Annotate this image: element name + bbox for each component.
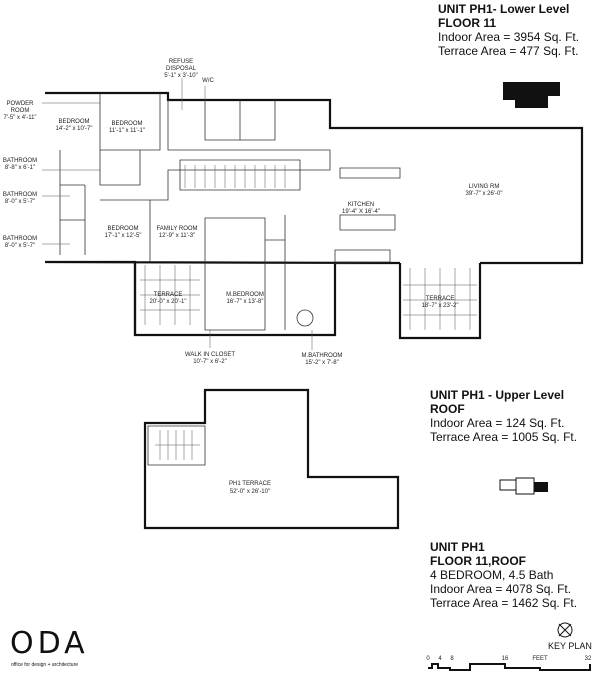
room-name: ROOM [11,108,30,114]
room-name: TERRACE [154,292,183,298]
oda-logo: ODA [10,626,89,661]
logo-tagline: office for design + architecture [11,662,79,668]
scale-tick: 16 [502,656,509,662]
upper-title: UNIT PH1 - Upper Level [430,388,565,402]
room-name: BATHROOM [3,192,37,198]
room-dim: 10'-7" x 6'-2" [193,359,227,365]
lower-floor: FLOOR 11 [438,16,497,30]
scale-bar: 0 4 8 16 FEET 32 [426,656,592,671]
room-name: BEDROOM [107,226,138,232]
lower-title: UNIT PH1- Lower Level [438,2,570,16]
room-name: REFUSE [169,59,193,65]
total-rooms: 4 BEDROOM, 4.5 Bath [430,568,554,582]
scale-unit: FEET [532,656,548,662]
room-dim: 8'-0" x 5'-7" [5,243,35,249]
room-dim: 8'-0" x 5'-7" [5,199,35,205]
upper-level-plan [143,388,400,530]
scale-tick: 32 [585,656,592,662]
room-dim: 19'-4" X 16'-4" [342,209,380,215]
room-name: PH1 TERRACE [229,481,271,487]
key-plan-label: KEY PLAN [548,641,592,651]
unit-total-info: UNIT PH1 FLOOR 11,ROOF 4 BEDROOM, 4.5 Ba… [430,540,577,610]
room-name: BATHROOM [3,158,37,164]
scale-tick: 8 [450,656,454,662]
key-plan-lower [503,82,560,108]
total-terrace-area: Terrace Area = 1462 Sq. Ft. [430,596,578,610]
room-dim: 20'-0" x 20'-1" [150,299,187,305]
lower-terrace-area: Terrace Area = 477 Sq. Ft. [438,44,579,58]
scale-tick: 4 [438,656,442,662]
room-name: WALK IN CLOSET [185,352,235,358]
room-name: POWDER [7,101,35,107]
room-name: BATHROOM [3,236,37,242]
upper-indoor-area: Indoor Area = 124 Sq. Ft. [430,416,565,430]
north-arrow-icon [557,622,573,638]
key-plan-upper [499,477,548,495]
room-dim: 11'-1" x 11'-1" [109,128,145,134]
room-name: M.BATHROOM [302,353,343,359]
room-dim: 52'-0" x 26'-10" [230,489,270,495]
room-name: M.BEDROOM [226,292,264,298]
room-labels: REFUSE DISPOSAL 5'-1" x 3'-10" W/C POWDE… [3,59,503,495]
room-name: LIVING RM [469,184,500,190]
room-dim: 15'-2" x 7'-8" [305,360,339,366]
room-dim: 5'-1" x 3'-10" [164,73,198,79]
total-title: UNIT PH1 [430,540,485,554]
room-dim: 18'-7" x 23'-2" [422,303,459,309]
lower-level-info: UNIT PH1- Lower Level FLOOR 11 Indoor Ar… [438,2,579,58]
room-name: W/C [202,78,214,84]
room-dim: 14'-2" x 10'-7" [56,126,93,132]
scale-tick: 0 [426,656,430,662]
room-dim: 7'-5" x 4'-11" [3,115,36,121]
total-floor: FLOOR 11,ROOF [430,554,527,568]
room-name: FAMILY ROOM [156,226,197,232]
upper-level-info: UNIT PH1 - Upper Level ROOF Indoor Area … [430,388,577,444]
lower-indoor-area: Indoor Area = 3954 Sq. Ft. [438,30,580,44]
room-name: KITCHEN [348,202,374,208]
room-dim: 16'-7" x 13'-8" [227,299,264,305]
room-name: TERRACE [426,296,455,302]
lower-level-plan [44,91,584,340]
room-name: BEDROOM [111,121,142,127]
room-dim: 12'-9" x 11'-3" [159,233,195,239]
room-dim: 8'-8" x 6'-1" [5,165,35,171]
room-name: BEDROOM [58,119,89,125]
upper-floor: ROOF [430,402,465,416]
upper-terrace-area: Terrace Area = 1005 Sq. Ft. [430,430,578,444]
room-dim: 17'-1" x 12'-5" [105,233,142,239]
room-dim: 39'-7" x 26'-0" [466,191,503,197]
total-indoor-area: Indoor Area = 4078 Sq. Ft. [430,582,572,596]
room-name: DISPOSAL [166,66,197,72]
